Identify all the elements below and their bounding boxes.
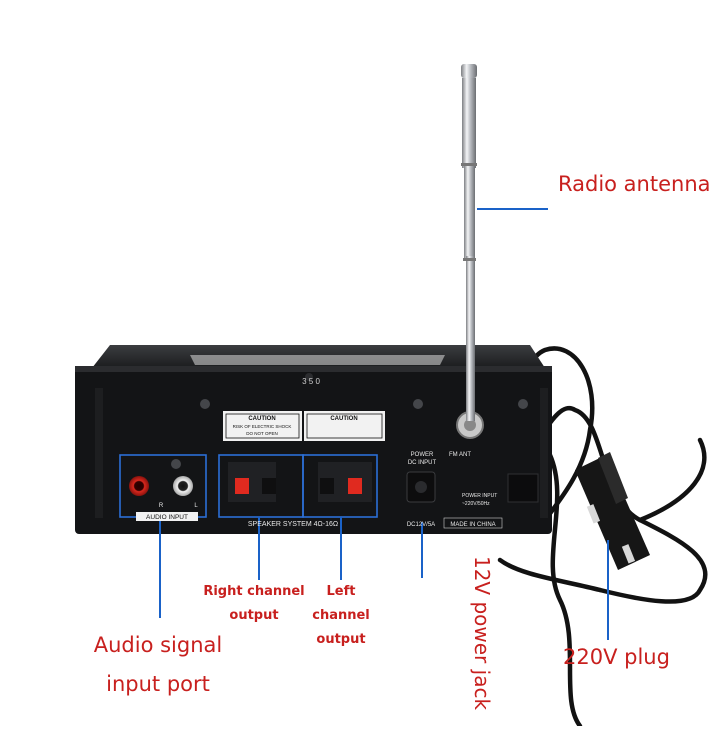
right-channel-output-label: Right channel output [202, 580, 306, 628]
caution-label-right [304, 411, 385, 441]
dc-power-jack [406, 471, 436, 503]
audio-input-port-label-line2: input port [106, 672, 210, 696]
right-channel-output-label-line1: Right channel [203, 584, 305, 599]
radio-antenna-label: Radio antenna [558, 172, 711, 196]
left-channel-output-label: Left channel output [298, 580, 384, 652]
power-jack-label: 12V power jack [470, 548, 494, 718]
audio-input-rca-jacks [129, 476, 193, 496]
input-l-label: L [194, 503, 198, 509]
power-input-label-line2: ~220V/50Hz [462, 501, 490, 507]
fm-ant-label: FM ANT [449, 452, 471, 458]
audio-input-label: AUDIO INPUT [146, 514, 188, 521]
audio-input-port-label: Audio signal input port [88, 626, 228, 704]
right-channel-output-label-line2: output [229, 608, 279, 623]
dc-rating-label: DC12V/5A [407, 522, 435, 528]
euro-plug [575, 452, 650, 570]
left-channel-output-label-line2: output [316, 632, 366, 647]
power-dc-label-line1: POWER [411, 452, 434, 458]
caution-left-line1: RISK OF ELECTRIC SHOCK [233, 424, 292, 429]
left-channel-output-label-line1: Left channel [312, 584, 370, 623]
plug-220v-label: 220V plug [563, 645, 670, 669]
power-dc-label-line2: DC INPUT [408, 460, 437, 466]
caution-left-line2: DO NOT OPEN [246, 431, 277, 436]
top-model-number: 3 5 0 [302, 377, 320, 386]
made-in-label: MADE IN CHINA [450, 522, 495, 528]
caution-label-left [223, 411, 302, 441]
audio-input-port-label-line1: Audio signal [93, 633, 223, 657]
speaker-system-label: SPEAKER SYSTEM 4Ω-16Ω [248, 521, 338, 528]
power-input-label-line1: POWER INPUT [462, 493, 497, 499]
caution-left-title: CAUTION [248, 416, 275, 422]
radio-antenna-rod [461, 64, 477, 421]
fm-antenna-base [456, 411, 484, 439]
power-jack-label-text: 12V power jack [470, 555, 494, 711]
speaker-terminals [228, 462, 372, 502]
caution-right-title: CAUTION [330, 416, 357, 422]
input-r-label: R [159, 503, 164, 509]
callout-lines [159, 208, 609, 640]
panel-text: 3 5 0 CAUTION RISK OF ELECTRIC SHOCK DO … [136, 377, 503, 529]
power-input-socket [507, 473, 539, 503]
